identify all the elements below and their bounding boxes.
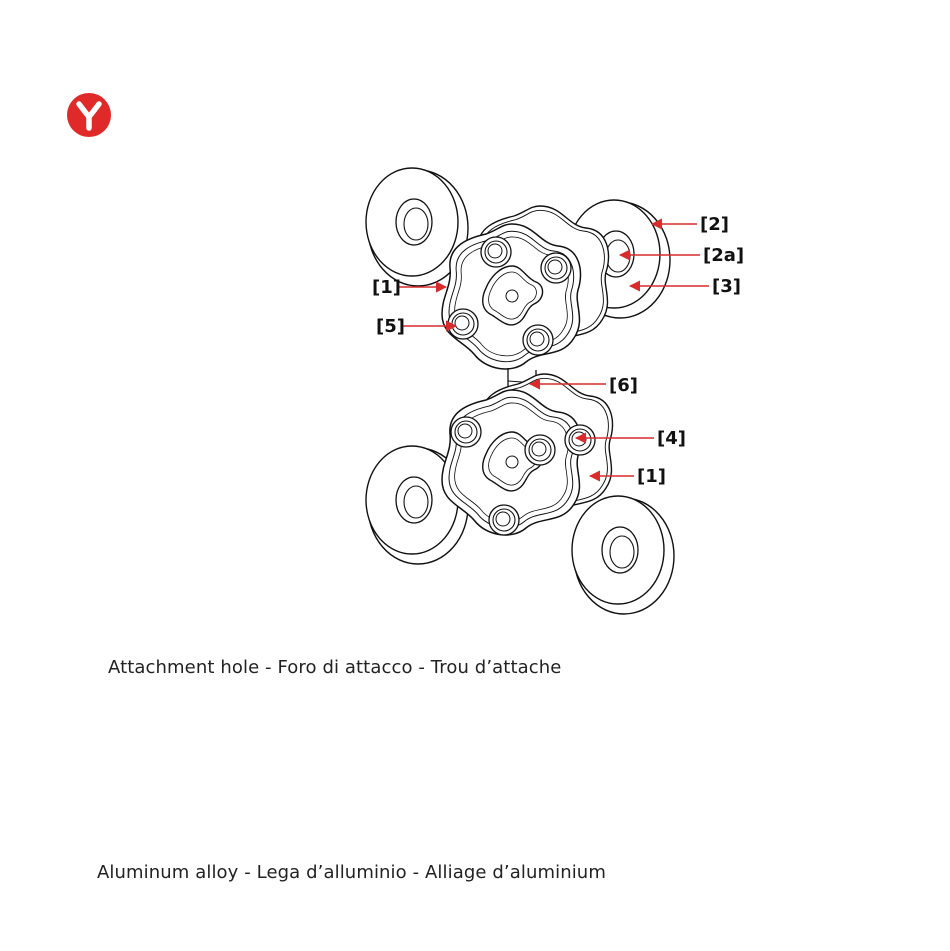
caption-attachment-hole: Attachment hole - Foro di attacco - Trou…: [108, 657, 561, 678]
lower-right-wheel: [572, 496, 674, 614]
callout-5: [5]: [376, 316, 405, 337]
upper-plate: [442, 224, 581, 369]
callout-6: [6]: [609, 375, 638, 396]
lower-spinner: [366, 374, 674, 614]
callout-2a: [2a]: [703, 245, 744, 266]
upper-bearing-bump: [448, 309, 478, 339]
callout-1-top: [1]: [372, 277, 401, 298]
callout-1-bottom: [1]: [637, 466, 666, 487]
callout-3: [3]: [712, 276, 741, 297]
callout-2: [2]: [700, 214, 729, 235]
upper-spinner: [366, 168, 670, 369]
caption-material: Aluminum alloy - Lega d’alluminio - Alli…: [97, 862, 606, 883]
callout-4: [4]: [657, 428, 686, 449]
